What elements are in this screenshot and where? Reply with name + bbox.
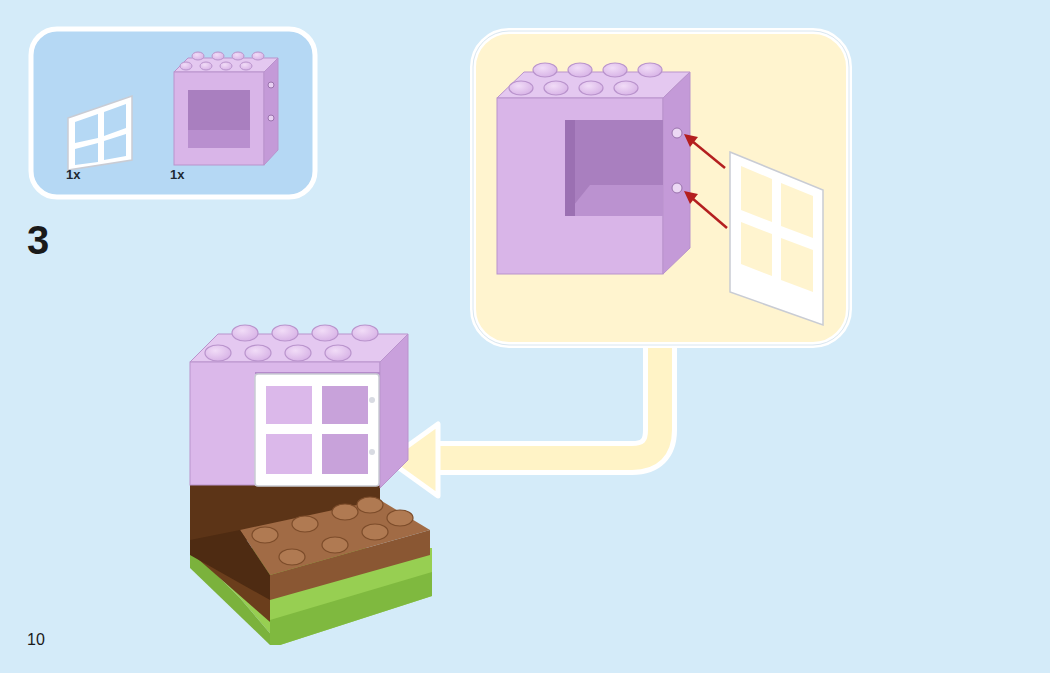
frame-part <box>174 52 278 165</box>
model-brown-plate <box>190 485 430 622</box>
callout-frame <box>497 63 690 274</box>
callout-panel <box>473 31 849 345</box>
callout-window <box>730 152 823 325</box>
step-number: 3 <box>27 218 49 262</box>
quantity-label: 1x <box>170 168 184 182</box>
quantity-label: 1x <box>66 168 80 182</box>
callout-pointer <box>388 340 660 496</box>
page-number: 10 <box>27 631 45 649</box>
model-frame <box>190 325 408 488</box>
parts-box: 1x 1x <box>31 29 315 197</box>
insert-arrows <box>684 134 727 228</box>
parts-panel <box>31 29 315 197</box>
window-part <box>68 96 132 170</box>
